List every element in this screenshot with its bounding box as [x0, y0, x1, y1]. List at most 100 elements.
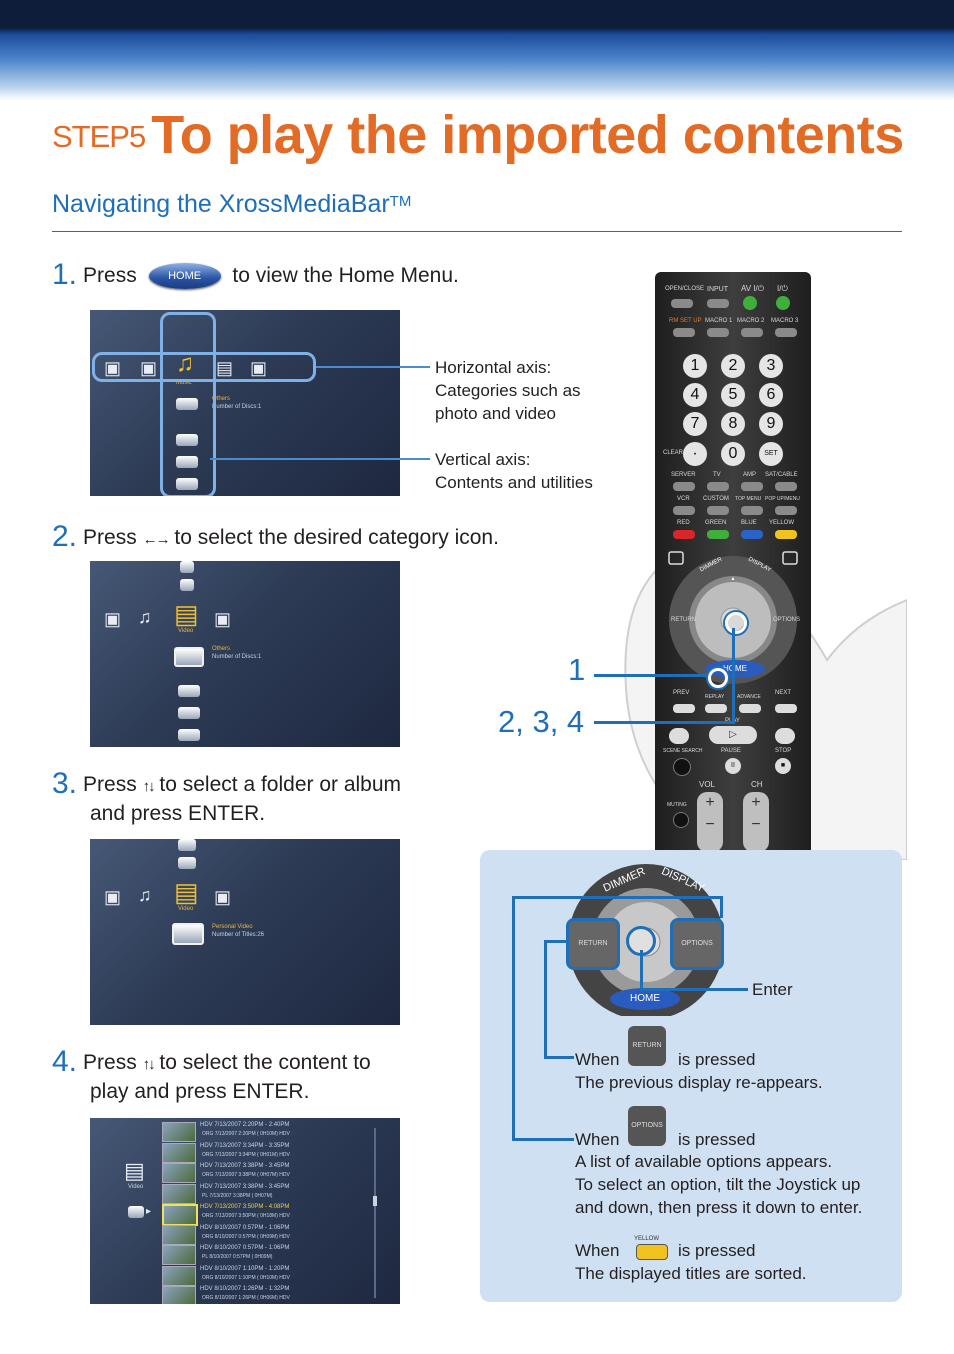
num-7-button[interactable]: 7 — [683, 412, 707, 436]
yellow-label: YELLOW — [769, 520, 795, 526]
set-button[interactable]: SET — [759, 442, 783, 466]
category-label: Video — [128, 1184, 144, 1190]
return-pointer-h — [544, 940, 566, 943]
volume-rocker[interactable]: +− — [697, 792, 723, 852]
vcr-button[interactable] — [673, 506, 695, 515]
video-thumbnail[interactable] — [162, 1122, 196, 1142]
tv-button[interactable] — [707, 482, 729, 491]
horizontal-axis-desc: Categories such as photo and video — [435, 381, 581, 423]
video-thumbnail[interactable] — [162, 1183, 196, 1204]
options-pointer-end — [512, 1138, 574, 1141]
pause-button[interactable]: II — [725, 758, 741, 774]
step4-instruction: 4.Press ↑↓ to select the content to play… — [52, 1047, 371, 1105]
red-button[interactable] — [673, 530, 695, 539]
dot-button[interactable]: · — [683, 442, 707, 466]
callout-line — [210, 458, 430, 460]
green-button[interactable] — [707, 530, 729, 539]
blue-button[interactable] — [741, 530, 763, 539]
title-row-line2: ORG 8/10/2007 0:57PM ( 0H09M) HDV — [202, 1233, 290, 1240]
num-4-button[interactable]: 4 — [683, 383, 707, 407]
stop-label: STOP — [775, 748, 792, 754]
settings-category-icon: ▣ — [140, 358, 158, 378]
num-6-button[interactable]: 6 — [759, 383, 783, 407]
rm-setup-button[interactable] — [673, 328, 695, 337]
item-title: Others — [212, 646, 231, 652]
selected-folder-icon — [172, 923, 204, 945]
num-3-button[interactable]: 3 — [759, 354, 783, 378]
muting-button[interactable] — [673, 812, 689, 828]
popup-menu-button[interactable] — [775, 506, 797, 515]
advance-button[interactable] — [739, 704, 761, 713]
fast-forward-button[interactable] — [775, 728, 795, 744]
amp-button[interactable] — [741, 482, 763, 491]
num-8-button[interactable]: 8 — [721, 412, 745, 436]
channel-rocker[interactable]: +− — [743, 792, 769, 852]
panel-home-button[interactable]: HOME — [610, 988, 680, 1010]
vertical-axis-callout: Vertical axis: Contents and utilities — [435, 448, 625, 494]
rewind-button[interactable] — [669, 728, 689, 744]
power-button[interactable] — [776, 296, 790, 310]
stop-button[interactable]: ■ — [775, 758, 791, 774]
video-thumbnail[interactable] — [162, 1142, 196, 1163]
scene-search-button[interactable] — [673, 758, 691, 776]
video-thumbnail[interactable] — [162, 1286, 196, 1304]
num-0-button[interactable]: 0 — [721, 442, 745, 466]
scrollbar[interactable] — [374, 1128, 376, 1298]
sat-cable-button[interactable] — [775, 482, 797, 491]
title-row-line2: ORG 8/10/2007 1:26PM ( 0H06M) HDV — [202, 1295, 290, 1301]
num-1-button[interactable]: 1 — [683, 354, 707, 378]
video-thumbnail[interactable] — [162, 1224, 196, 1245]
panel-options-button[interactable]: OPTIONS — [670, 918, 724, 970]
when-yellow-label: When — [575, 1241, 620, 1260]
callout-line — [316, 366, 430, 368]
video-category-icon: ▤ — [174, 599, 199, 629]
yellow-button[interactable] — [775, 530, 797, 539]
video-thumbnail[interactable] — [162, 1163, 196, 1183]
macro3-label: MACRO 3 — [771, 318, 799, 324]
open-close-button[interactable] — [671, 299, 693, 308]
input-button[interactable] — [707, 299, 729, 308]
enter-pointer-horizontal — [640, 988, 748, 991]
vcr-label: VCR — [677, 496, 690, 502]
advance-label: ADVANCE — [737, 694, 761, 700]
trademark: TM — [389, 193, 412, 210]
vertical-axis-highlight — [160, 312, 216, 496]
green-label: GREEN — [705, 520, 727, 526]
prev-button[interactable] — [673, 704, 695, 713]
num-2-button[interactable]: 2 — [721, 354, 745, 378]
server-label: SERVER — [671, 472, 696, 478]
photo-category-icon: ▣ — [104, 609, 122, 629]
server-button[interactable] — [673, 482, 695, 491]
custom-button[interactable] — [707, 506, 729, 515]
panel-return-button[interactable]: RETURN — [566, 918, 620, 970]
macro1-button[interactable] — [707, 328, 729, 337]
next-button[interactable] — [775, 704, 797, 713]
category-label: Video — [178, 628, 194, 634]
macro3-button[interactable] — [775, 328, 797, 337]
disc-icon — [180, 561, 194, 573]
options-description-1: A list of available options appears. — [575, 1152, 833, 1171]
step1-number: 1. — [52, 258, 78, 291]
title-row-line2: ORG 8/10/2007 1:10PM ( 0H10M) HDV — [202, 1274, 290, 1281]
return-button[interactable]: RETURN — [671, 617, 696, 623]
av-power-label: AV I/⏻ — [741, 284, 765, 293]
video-thumbnail[interactable] — [162, 1265, 196, 1286]
folder-icon — [128, 1206, 144, 1218]
yellow-description: The displayed titles are sorted. — [575, 1264, 807, 1283]
replay-button[interactable] — [705, 704, 727, 713]
title-row-line2: ORG 7/13/2007 3:50PM ( 0H18M) HDV — [202, 1213, 290, 1219]
num-5-button[interactable]: 5 — [721, 383, 745, 407]
top-menu-button[interactable] — [741, 506, 763, 515]
video-thumbnail[interactable] — [162, 1204, 198, 1226]
macro1-label: MACRO 1 — [705, 318, 733, 324]
macro2-button[interactable] — [741, 328, 763, 337]
input-label: INPUT — [707, 286, 728, 293]
num-9-button[interactable]: 9 — [759, 412, 783, 436]
options-button[interactable]: OPTIONS — [773, 617, 801, 623]
av-power-button[interactable] — [743, 296, 757, 310]
video-thumbnail[interactable] — [162, 1245, 196, 1265]
play-button[interactable]: ▷ — [709, 726, 757, 744]
step1-screen: ▣ ▣ ♫ Music ▤ ▣ Others Number of Discs:1 — [90, 310, 400, 496]
rm-setup-label: RM SET UP — [669, 318, 702, 324]
scrollbar-thumb[interactable] — [373, 1196, 377, 1206]
